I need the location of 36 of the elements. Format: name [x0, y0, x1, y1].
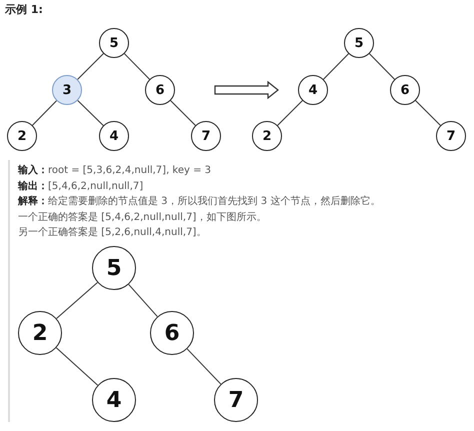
tree-edge	[415, 100, 441, 126]
tree-edge	[32, 100, 57, 126]
tree-node: 4	[92, 378, 136, 422]
tree-node: 2	[252, 121, 282, 151]
tree-edge	[56, 282, 98, 319]
tree-edge	[128, 284, 158, 318]
highlighted-tree-node: 3	[52, 75, 82, 105]
tree-node: 2	[18, 311, 62, 355]
explanation-text: 另一个正确答案是 [5,2,6,null,4,null,7]。	[18, 226, 206, 239]
tree-node: 5	[92, 246, 136, 290]
tree-node: 5	[344, 28, 374, 58]
tree-edge	[170, 100, 196, 126]
tree-node: 7	[214, 378, 258, 422]
explanation-text: 输出：[5,4,6,2,null,null,7]	[18, 180, 144, 192]
explanation-text: 一个正确的答案是 [5,4,6,2,null,null,7]，如下图所示。	[18, 210, 266, 224]
tree-edge	[186, 348, 222, 385]
tree-edge	[323, 53, 349, 80]
tree-node: 2	[7, 121, 37, 151]
tree-edge	[277, 100, 303, 126]
tree-node: 4	[298, 75, 328, 105]
explanation-text: 输入：root = [5,3,6,2,4,null,7], key = 3	[18, 164, 212, 177]
explanation-text: 解释：给定需要删除的节点值是 3，所以我们首先找到 3 这个节点，然后删除它。	[18, 194, 380, 208]
tree-edge	[77, 53, 104, 80]
tree-node: 7	[191, 121, 221, 151]
block-arrow	[214, 80, 279, 100]
tree-node: 5	[99, 28, 129, 58]
tree-node: 6	[390, 75, 420, 105]
tree-node: 6	[145, 75, 175, 105]
tree-node: 7	[436, 121, 466, 151]
example-heading: 示例 1:	[5, 2, 43, 17]
tree-node: 4	[99, 121, 129, 151]
tree-edge	[56, 347, 98, 386]
tree-edge	[369, 53, 395, 80]
tree-edge	[77, 100, 104, 126]
tree-node: 6	[150, 311, 194, 355]
tree-edge	[124, 53, 150, 80]
